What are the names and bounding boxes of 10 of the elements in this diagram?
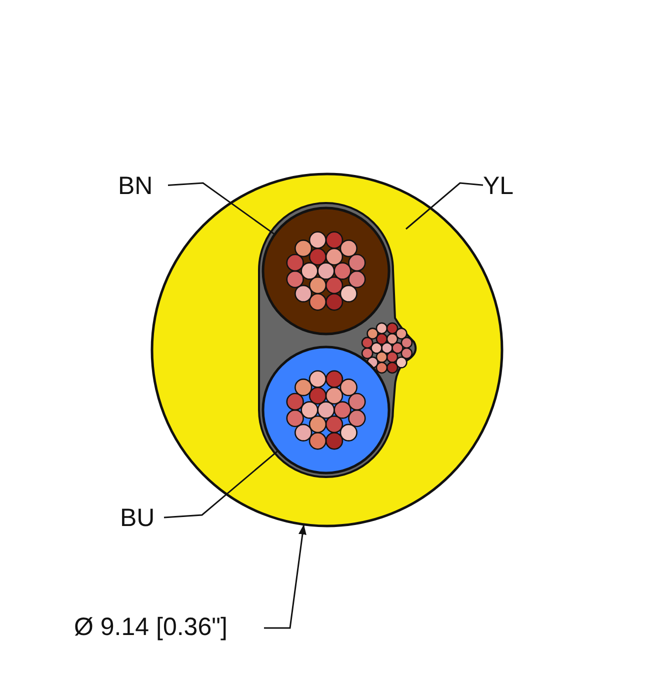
wire-color-label: BU <box>120 503 164 535</box>
leader-line <box>164 450 278 518</box>
insulated-conductor <box>262 346 390 474</box>
insulated-conductor <box>262 207 390 335</box>
wire-color-label: BN <box>118 171 168 203</box>
diameter-dimension-label: Ø 9.14 [0.36"] <box>74 612 264 644</box>
leader-line <box>264 524 306 629</box>
leader-line <box>168 182 274 234</box>
wire-color-label: YL <box>483 171 523 203</box>
leader-line <box>406 182 484 230</box>
